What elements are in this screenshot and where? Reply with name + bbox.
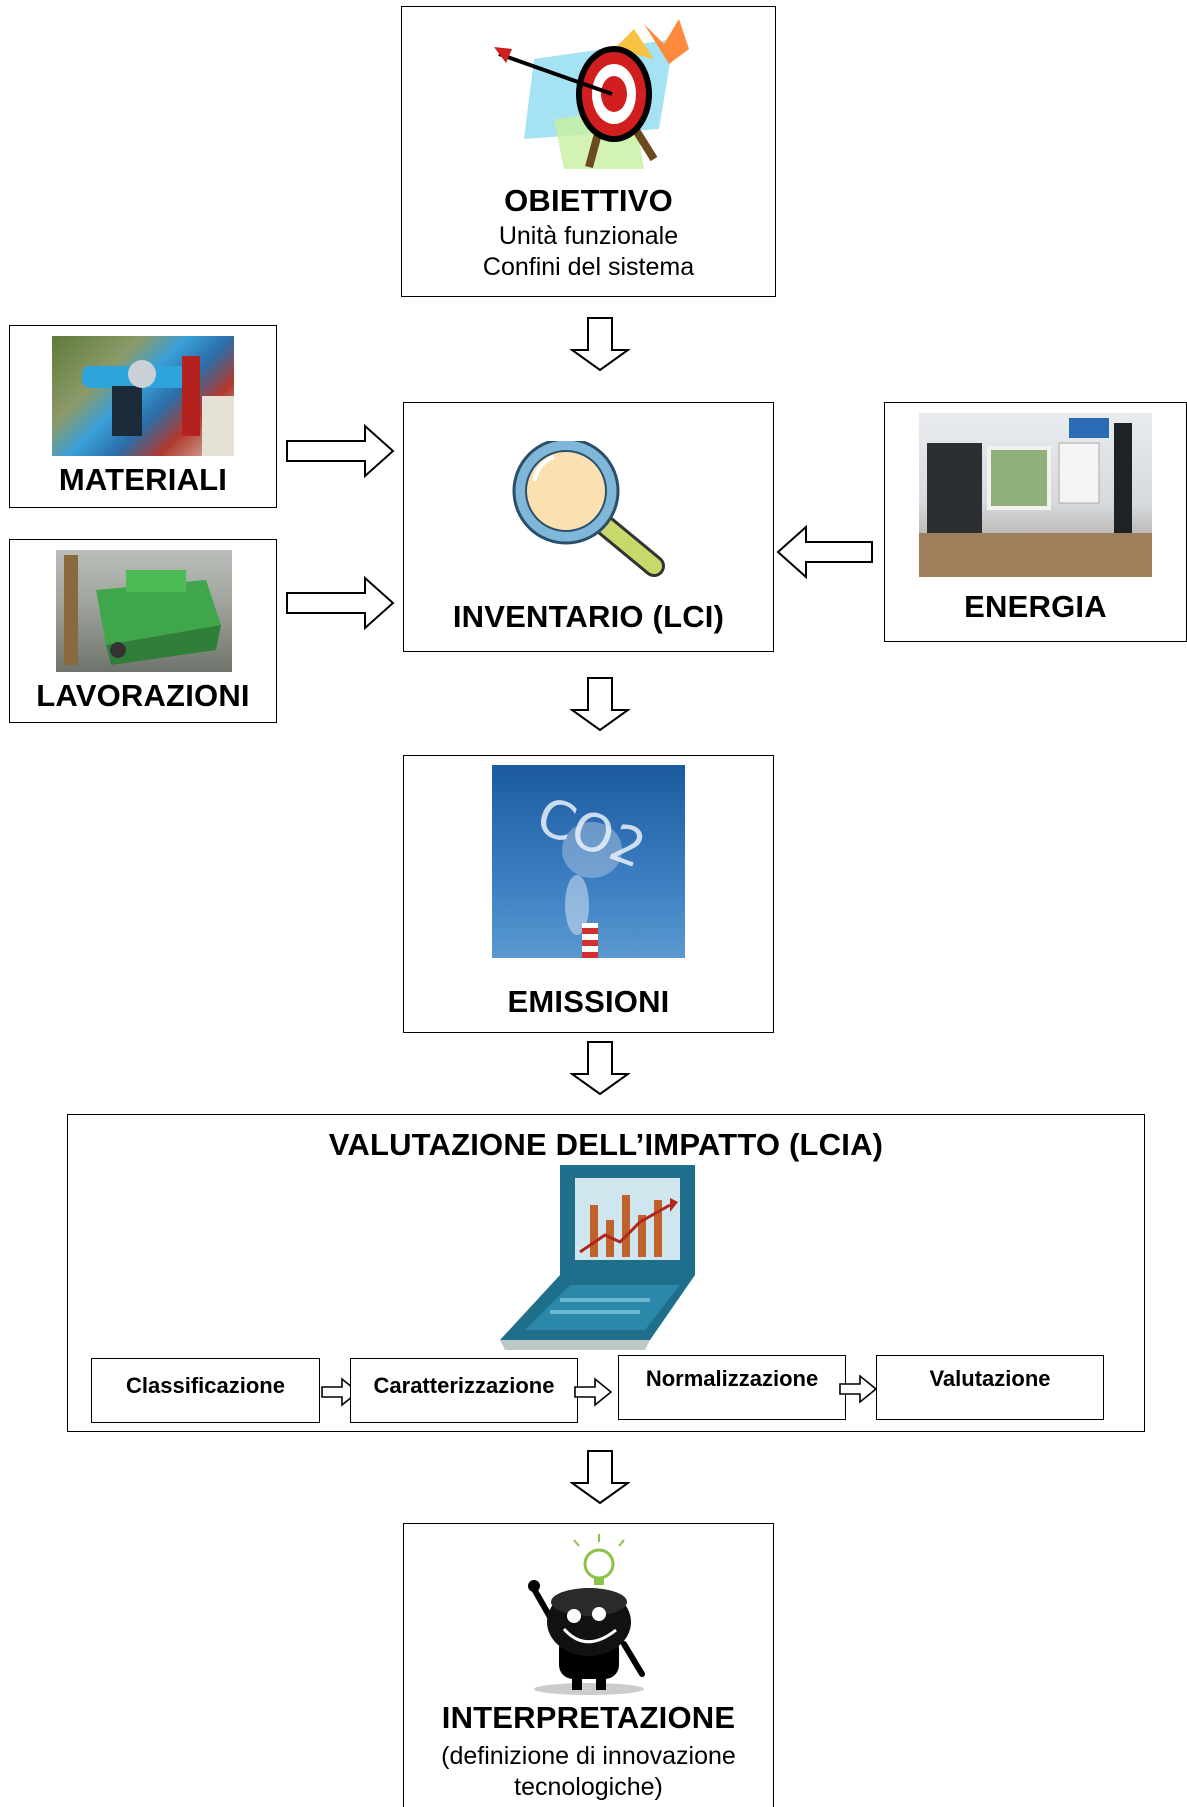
energia-box: ENERGIA <box>884 402 1187 642</box>
arrow-down-icon <box>570 677 630 732</box>
arrow-right-icon <box>838 1374 878 1404</box>
step-caratterizzazione: Caratterizzazione <box>350 1358 578 1423</box>
step-classificazione: Classificazione <box>91 1358 320 1423</box>
target-icon <box>494 19 694 179</box>
interpretazione-line-2: tecnologiche) <box>514 1773 663 1801</box>
step-normalizzazione: Normalizzazione <box>618 1355 846 1420</box>
lavorazioni-title: LAVORAZIONI <box>36 678 250 713</box>
interpretazione-line-1: (definizione di innovazione <box>441 1742 736 1770</box>
step-label: Classificazione <box>126 1373 285 1398</box>
materiali-box: MATERIALI <box>9 325 277 508</box>
step-valutazione: Valutazione <box>876 1355 1104 1420</box>
lcia-title: VALUTAZIONE DELL’IMPATTO (LCIA) <box>328 1127 884 1162</box>
materials-photo <box>52 336 234 456</box>
step-label: Normalizzazione <box>645 1366 819 1391</box>
energia-title: ENERGIA <box>964 589 1107 624</box>
step-label: Valutazione <box>929 1366 1051 1391</box>
control-room-photo <box>919 413 1152 577</box>
inventario-box: INVENTARIO (LCI) <box>403 402 774 652</box>
emissioni-box: CO2 EMISSIONI <box>403 755 774 1033</box>
step-label: Caratterizzazione <box>373 1373 555 1398</box>
inventario-title: INVENTARIO (LCI) <box>452 599 725 634</box>
magnifier-icon <box>504 441 674 581</box>
arrow-right-icon <box>285 424 395 478</box>
interpretazione-box: INTERPRETAZIONE (definizione di innovazi… <box>403 1523 774 1807</box>
laptop-chart-icon <box>500 1160 720 1350</box>
obiettivo-line-1: Unità funzionale <box>498 222 679 250</box>
emissioni-title: EMISSIONI <box>507 984 670 1019</box>
machinery-photo <box>56 550 232 672</box>
lcia-box: VALUTAZIONE DELL’IMPATTO (LCIA) Classifi… <box>67 1114 1145 1432</box>
arrow-left-icon <box>776 525 874 579</box>
interpretazione-title: INTERPRETAZIONE <box>441 1700 736 1735</box>
obiettivo-title: OBIETTIVO <box>504 183 673 218</box>
arrow-down-icon <box>570 1450 630 1505</box>
lavorazioni-box: LAVORAZIONI <box>9 539 277 723</box>
arrow-right-icon <box>573 1377 613 1407</box>
idea-character-icon <box>524 1534 654 1714</box>
arrow-down-icon <box>570 1041 630 1096</box>
obiettivo-box: OBIETTIVO Unità funzionale Confini del s… <box>401 6 776 297</box>
materiali-title: MATERIALI <box>58 462 228 497</box>
co2-chimney-photo: CO2 <box>492 765 685 958</box>
obiettivo-line-2: Confini del sistema <box>482 253 695 281</box>
arrow-right-icon <box>285 576 395 630</box>
arrow-down-icon <box>570 317 630 372</box>
